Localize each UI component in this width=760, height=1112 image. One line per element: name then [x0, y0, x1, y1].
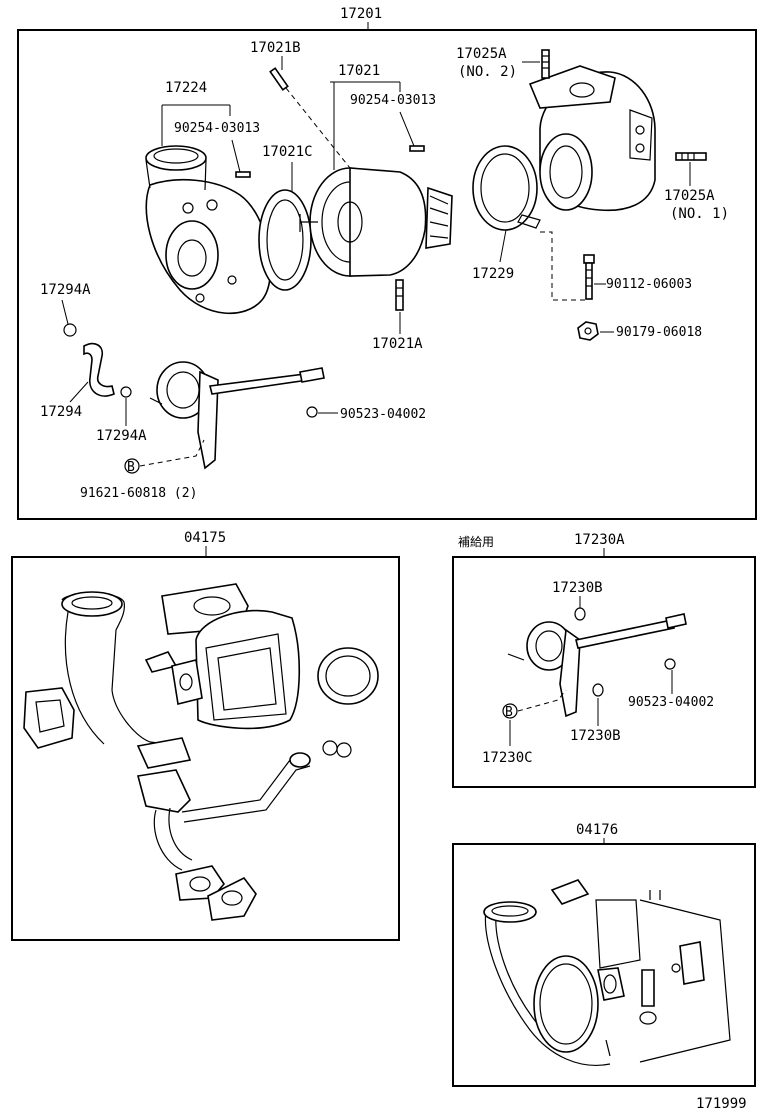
kit-04175-frame	[11, 556, 400, 941]
assembly-label-17230A: 17230A	[574, 532, 625, 548]
label-17021C: 17021C	[262, 144, 313, 160]
label-91621-60818: 91621-60818 (2)	[80, 486, 197, 501]
wastegate-actuator	[149, 361, 325, 470]
center-housing-cartridge	[299, 167, 453, 277]
clip-90523-04002	[306, 406, 318, 418]
label-90112-06003: 90112-06003	[606, 277, 692, 292]
label-90523-04002-main: 90523-04002	[340, 407, 426, 422]
stud-17025A-no2	[541, 49, 550, 79]
label-17294A-top: 17294A	[40, 282, 91, 298]
leader-17294A-top	[61, 299, 69, 325]
label-90179-06018: 90179-06018	[616, 325, 702, 340]
label-17229: 17229	[472, 266, 514, 282]
leader-90254-b	[399, 111, 415, 147]
marker-B-main-text: B	[127, 460, 135, 475]
assembly-label-04176: 04176	[576, 822, 618, 838]
leader-17294	[69, 381, 89, 403]
label-17224: 17224	[165, 80, 207, 96]
label-17230B-bottom: 17230B	[570, 728, 621, 744]
sub-clip-90523	[664, 658, 676, 670]
label-17294A-bottom: 17294A	[96, 428, 147, 444]
kit-04176-frame	[452, 843, 756, 1087]
label-no2: (NO. 2)	[458, 64, 517, 80]
pin-90254-b	[409, 145, 425, 152]
label-17021A: 17021A	[372, 336, 423, 352]
compressor-housing	[528, 65, 656, 212]
leader-90254-a	[231, 139, 241, 173]
label-17021B: 17021B	[250, 40, 301, 56]
label-17025A-right: 17025A	[664, 188, 715, 204]
nut-90179-06018	[577, 321, 599, 341]
supply-note: 補給用	[458, 535, 494, 549]
kit-04176-parts	[483, 879, 731, 1066]
pin-90254-a	[235, 171, 251, 178]
hose-17294	[63, 323, 132, 398]
stud-17025A-no1	[675, 152, 707, 161]
label-17230C: 17230C	[482, 750, 533, 766]
stud-17021A	[395, 279, 404, 311]
v-band-clamp	[472, 145, 541, 231]
label-17294: 17294	[40, 404, 82, 420]
main-assembly-frame	[17, 29, 757, 520]
stud-17021B	[269, 67, 289, 91]
dash-marker-sub	[517, 689, 567, 712]
label-90523-04002-sub: 90523-04002	[628, 695, 714, 710]
catalog-code: 171999	[696, 1096, 747, 1112]
assembly-label-17201: 17201	[340, 6, 382, 22]
label-90254-03013-a: 90254-03013	[174, 121, 260, 136]
leader-17229	[499, 229, 507, 263]
turbine-housing	[145, 145, 272, 315]
sub-actuator	[507, 613, 687, 718]
label-no1: (NO. 1)	[670, 206, 729, 222]
dash-bolt	[540, 231, 586, 301]
label-17025A-top: 17025A	[456, 46, 507, 62]
dash-17021B	[285, 87, 351, 169]
gasket-17021C	[258, 189, 312, 291]
kit-17230A-frame	[452, 556, 756, 788]
marker-B-sub: B	[502, 703, 518, 720]
sub-washer-17230B-top	[574, 607, 586, 621]
bolt-90112-06003	[583, 254, 595, 300]
kit-04175-gaskets	[23, 583, 379, 921]
label-17230B-top: 17230B	[552, 580, 603, 596]
assembly-label-04175: 04175	[184, 530, 226, 546]
marker-B-sub-text: B	[505, 705, 513, 720]
sub-washer-17230B-bottom	[592, 683, 604, 697]
marker-B-main: B	[124, 458, 140, 475]
label-90254-03013-b: 90254-03013	[350, 93, 436, 108]
label-17021: 17021	[338, 63, 380, 79]
dash-marker-main	[139, 439, 205, 467]
